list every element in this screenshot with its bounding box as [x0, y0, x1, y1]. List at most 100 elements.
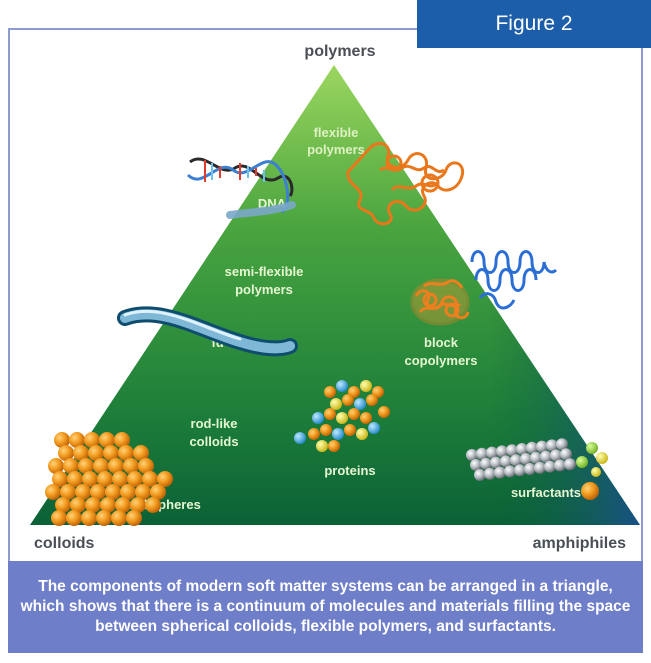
surfactant-head: [586, 442, 598, 454]
hard-sphere: [118, 445, 134, 461]
hard-sphere: [85, 497, 101, 513]
fd-virus-illustration: [117, 306, 298, 357]
hard-sphere: [130, 497, 146, 513]
triangle-shape-blue-tint: [30, 65, 640, 525]
protein-bead: [332, 428, 344, 440]
hard-sphere: [60, 484, 76, 500]
surfactant-tail-bead: [474, 469, 486, 481]
proteins-cluster-illustration: [294, 380, 390, 452]
protein-bead: [324, 386, 336, 398]
hard-sphere: [145, 497, 161, 513]
protein-bead: [336, 380, 348, 392]
surfactant-tail-bead: [490, 456, 502, 469]
hard-sphere: [120, 484, 136, 500]
hard-sphere: [78, 458, 94, 474]
hard-sphere: [58, 445, 74, 461]
hard-sphere: [123, 458, 139, 474]
hard-sphere: [127, 471, 143, 487]
hard-sphere: [51, 510, 67, 526]
hard-sphere: [93, 458, 109, 474]
hard-sphere: [100, 497, 116, 513]
corner-label-amphiphiles: amphiphiles: [533, 535, 626, 552]
corner-label-colloids: colloids: [34, 535, 95, 552]
label-flexible-polymers-line1: flexible: [314, 125, 359, 140]
hard-sphere: [111, 510, 127, 526]
hard-sphere: [135, 484, 151, 500]
protein-bead: [294, 432, 306, 444]
surfactant-tail-bead: [486, 446, 498, 459]
protein-bead: [344, 424, 356, 436]
surfactant-tail-bead: [480, 457, 492, 470]
label-flexible-polymers-line2: polymers: [307, 142, 365, 157]
hard-sphere: [150, 484, 166, 500]
hard-sphere: [70, 497, 86, 513]
surfactant-tail-bead: [466, 449, 478, 461]
surfactant-tail-bead: [540, 450, 552, 463]
surfactant-tail-bead: [534, 461, 546, 474]
hard-sphere: [55, 497, 71, 513]
protein-bead: [354, 398, 366, 410]
surfactants-illustration: [466, 438, 608, 500]
hard-sphere: [90, 484, 106, 500]
label-proteins: proteins: [324, 463, 375, 478]
surfactant-tail-bead: [556, 438, 568, 451]
hard-sphere: [73, 445, 89, 461]
surfactant-tail-bead: [494, 466, 506, 479]
protein-bead: [366, 394, 378, 406]
figure-tab: Figure 2: [417, 0, 651, 48]
surfactant-tail-bead: [496, 445, 508, 458]
protein-bead: [360, 412, 372, 424]
hard-sphere: [67, 471, 83, 487]
hard-sphere: [52, 471, 68, 487]
surfactant-tail-bead: [536, 440, 548, 453]
surfactant-head: [576, 456, 588, 468]
surfactant-tail-bead: [484, 467, 496, 480]
soft-matter-triangle-diagram: polymers colloids amphiphiles flexible p…: [30, 43, 640, 552]
hard-sphere: [138, 458, 154, 474]
surfactant-tail-bead: [554, 459, 566, 472]
protein-bead: [308, 428, 320, 440]
hard-sphere: [99, 432, 115, 448]
hard-sphere: [66, 510, 82, 526]
surfactant-tail-bead: [564, 458, 576, 471]
surfactant-tail-bead: [530, 451, 542, 464]
surfactant-tail-bead: [514, 464, 526, 477]
protein-bead: [368, 422, 380, 434]
hard-sphere: [114, 432, 130, 448]
surfactant-tail-bead: [500, 455, 512, 468]
surfactant-tail-bead: [510, 454, 522, 467]
label-block-copolymers-line1: block: [424, 335, 459, 350]
hard-sphere: [126, 510, 142, 526]
hard-sphere: [157, 471, 173, 487]
label-semi-flexible-line1: semi-flexible: [225, 264, 304, 279]
surfactant-tail-bead: [506, 444, 518, 457]
surfactant-head: [596, 452, 608, 464]
hard-sphere: [81, 510, 97, 526]
hard-sphere: [63, 458, 79, 474]
surfactant-tail-bead: [524, 463, 536, 475]
protein-bead: [320, 424, 332, 436]
label-rod-like-line1: rod-like: [191, 416, 238, 431]
protein-bead: [324, 408, 336, 420]
surfactant-tail-bead: [560, 448, 572, 461]
label-block-copolymers-line2: copolymers: [405, 353, 478, 368]
protein-bead: [356, 428, 368, 440]
surfactant-micelle: [581, 482, 599, 500]
surfactant-tail-bead: [546, 439, 558, 452]
protein-bead: [348, 408, 360, 420]
surfactant-tail-bead: [476, 447, 488, 460]
hard-sphere: [69, 432, 85, 448]
surfactant-tail-bead: [516, 443, 528, 455]
corner-label-polymers: polymers: [304, 43, 375, 60]
hard-sphere: [115, 497, 131, 513]
hard-sphere: [45, 484, 61, 500]
figure-caption: The components of modern soft matter sys…: [8, 561, 643, 653]
hard-sphere: [97, 471, 113, 487]
protein-bead: [342, 394, 354, 406]
hard-sphere: [48, 458, 64, 474]
protein-bead: [336, 412, 348, 424]
block-copolymer-chain-illustration: [470, 250, 558, 310]
block-copolymer-micelle-illustration: [410, 278, 470, 326]
hard-sphere: [84, 432, 100, 448]
hard-sphere: [75, 484, 91, 500]
